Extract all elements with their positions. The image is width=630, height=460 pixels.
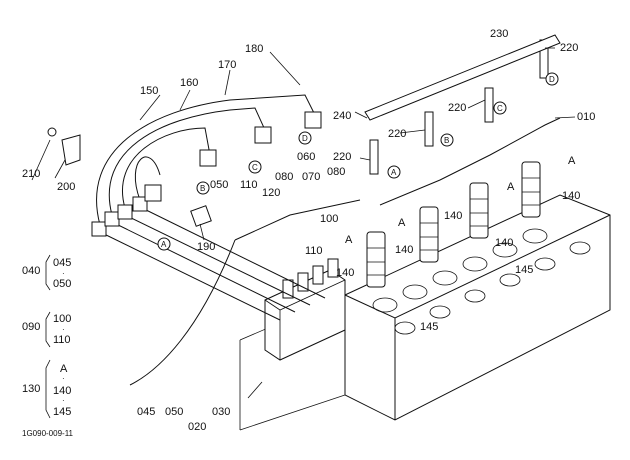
label-100: 100 <box>320 213 338 225</box>
label-160: 160 <box>180 77 198 89</box>
label-140e: 140 <box>336 267 354 279</box>
svg-text:C: C <box>252 163 258 172</box>
svg-text:B: B <box>200 184 205 193</box>
svg-text:·: · <box>62 269 65 278</box>
label-070: 070 <box>302 171 320 183</box>
label-140b: 140 <box>444 210 462 222</box>
label-145b: 145 <box>420 321 438 333</box>
label-010: 010 <box>577 111 595 123</box>
label-180: 180 <box>245 43 263 55</box>
glow-plugs <box>369 39 549 175</box>
legend-090: 090 <box>22 321 40 333</box>
svg-text:·: · <box>62 374 65 383</box>
svg-text:·: · <box>62 396 65 405</box>
bolt <box>47 127 57 137</box>
label-150: 150 <box>140 85 158 97</box>
label-080a: 080 <box>275 171 293 183</box>
label-060: 060 <box>297 151 315 163</box>
label-140a: 140 <box>562 190 580 202</box>
nozzle-holders <box>366 161 541 288</box>
svg-text:A: A <box>161 240 167 249</box>
legend-050: 050 <box>53 278 71 290</box>
image-code: 1G090-009-11 <box>22 429 74 438</box>
label-120: 120 <box>262 187 280 199</box>
legend: 040 045 · 050 090 100 · 110 130 A · 140 … <box>22 254 71 419</box>
label-A1: A <box>568 155 576 167</box>
leader-lines <box>31 47 576 399</box>
legend-110: 110 <box>53 334 71 346</box>
label-200: 200 <box>57 181 75 193</box>
label-020: 020 <box>188 421 206 433</box>
label-080b: 080 <box>327 166 345 178</box>
label-140c: 140 <box>495 237 513 249</box>
label-140d: 140 <box>395 244 413 256</box>
legend-A: A <box>60 363 68 375</box>
label-190: 190 <box>197 241 215 253</box>
label-145a: 145 <box>515 264 533 276</box>
svg-text:C: C <box>497 104 503 113</box>
label-045: 045 <box>137 406 155 418</box>
callouts: A B C D D C B A <box>157 72 559 251</box>
bracket <box>61 134 81 166</box>
legend-130: 130 <box>22 383 40 395</box>
label-050b: 050 <box>165 406 183 418</box>
label-220b: 220 <box>388 128 406 140</box>
label-230: 230 <box>490 28 508 40</box>
svg-text:B: B <box>444 136 449 145</box>
svg-text:D: D <box>302 134 308 143</box>
svg-text:A: A <box>391 168 397 177</box>
legend-045: 045 <box>53 257 71 269</box>
label-220c: 220 <box>448 102 466 114</box>
svg-text:D: D <box>549 75 555 84</box>
legend-140: 140 <box>53 385 71 397</box>
label-A2: A <box>507 181 515 193</box>
label-110b: 110 <box>305 245 323 257</box>
label-220a: 220 <box>560 42 578 54</box>
injection-pipes <box>96 94 326 321</box>
svg-text:·: · <box>62 325 65 334</box>
label-170: 170 <box>218 59 236 71</box>
label-220d: 220 <box>333 151 351 163</box>
legend-040: 040 <box>22 265 40 277</box>
label-210: 210 <box>22 168 40 180</box>
label-030: 030 <box>212 406 230 418</box>
label-A3: A <box>398 217 406 229</box>
legend-145: 145 <box>53 406 71 418</box>
label-050a: 050 <box>210 179 228 191</box>
legend-100: 100 <box>53 313 71 325</box>
label-A4: A <box>345 234 353 246</box>
lead-wire <box>364 34 561 121</box>
pipe-nuts <box>91 111 322 237</box>
part-labels: 180 230 220 170 160 150 240 220 220 010 … <box>22 28 595 433</box>
clamp-plate <box>190 205 212 227</box>
label-240: 240 <box>333 110 351 122</box>
overflow-pipes <box>129 117 561 386</box>
label-110a: 110 <box>240 179 258 191</box>
